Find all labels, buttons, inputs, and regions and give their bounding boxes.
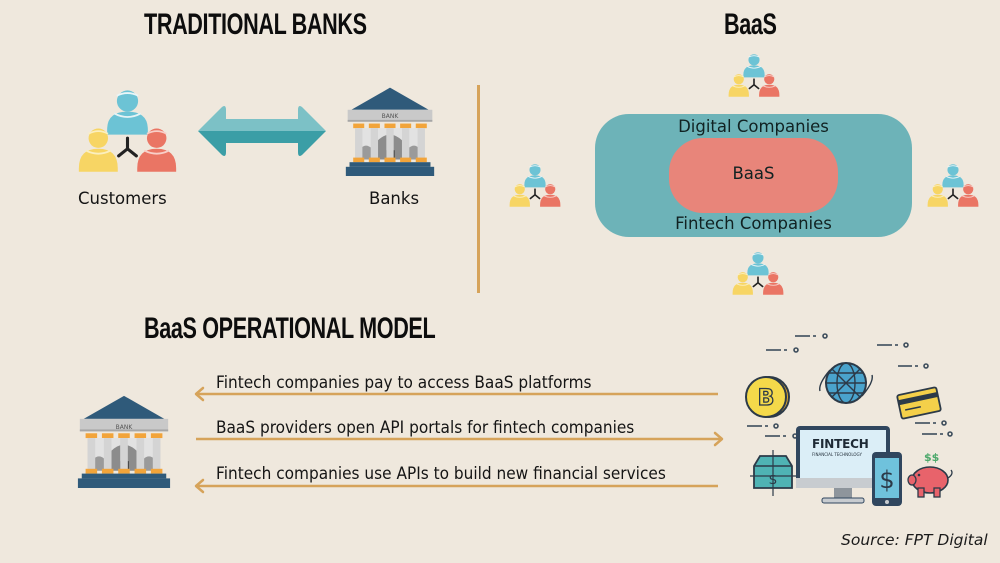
svg-text:B: B	[758, 386, 775, 411]
digital-companies-label: Digital Companies	[678, 117, 829, 136]
flow-2-text: BaaS providers open API portals for fint…	[216, 418, 635, 437]
banks-label: Banks	[369, 189, 420, 208]
traditional-banks-title: TRADITIONAL BANKS	[144, 8, 367, 41]
flow-3-text: Fintech companies use APIs to build new …	[216, 464, 666, 483]
people-right-icon	[923, 160, 983, 212]
svg-text:$: $	[769, 472, 778, 488]
flow-1-arrow-left	[194, 386, 718, 402]
bank-sign-text: BANK	[381, 113, 399, 120]
globe-icon	[819, 362, 873, 404]
section-divider	[477, 85, 480, 293]
flow-1-text: Fintech companies pay to access BaaS pla…	[216, 373, 592, 392]
credit-card-icon	[896, 386, 942, 420]
source-caption: Source: FPT Digital	[841, 531, 988, 549]
fintech-screen-title: FINTECH	[812, 437, 869, 451]
fintech-companies-label: Fintech Companies	[675, 214, 832, 233]
bitcoin-coin-icon: B	[745, 376, 790, 418]
bidirectional-arrow-icon	[198, 106, 326, 156]
baas-core-label: BaaS	[732, 164, 775, 183]
baas-title: BaaS	[724, 8, 777, 41]
baas-core-box	[669, 138, 838, 213]
piggy-bank-icon: $$	[907, 451, 953, 498]
operational-model-title: BaaS OPERATIONAL MODEL	[144, 312, 436, 345]
provider-bank-icon	[76, 392, 172, 488]
people-bottom-icon	[728, 248, 788, 300]
svg-text:$: $	[879, 466, 894, 494]
flow-3-arrow-left	[194, 478, 718, 494]
people-left-icon	[505, 160, 565, 212]
customers-label: Customers	[78, 189, 167, 208]
svg-text:$$: $$	[924, 451, 939, 464]
motion-lines-decoration	[747, 333, 953, 439]
customers-people-icon	[70, 82, 185, 182]
people-top-icon	[724, 50, 784, 102]
smartphone-icon: $	[872, 452, 902, 506]
dollar-box-icon: $	[750, 450, 796, 496]
fintech-screen-subtitle: FINANCIAL TECHNOLOGY	[812, 452, 862, 457]
provider-bank-sign-text: BANK	[115, 424, 133, 431]
fintech-monitor-icon	[796, 426, 890, 504]
flow-2-arrow-right	[196, 431, 724, 447]
fintech-illustration: B $ FINTECH FINANCIAL TECHN	[740, 330, 1000, 510]
bank-building-icon	[344, 82, 436, 178]
